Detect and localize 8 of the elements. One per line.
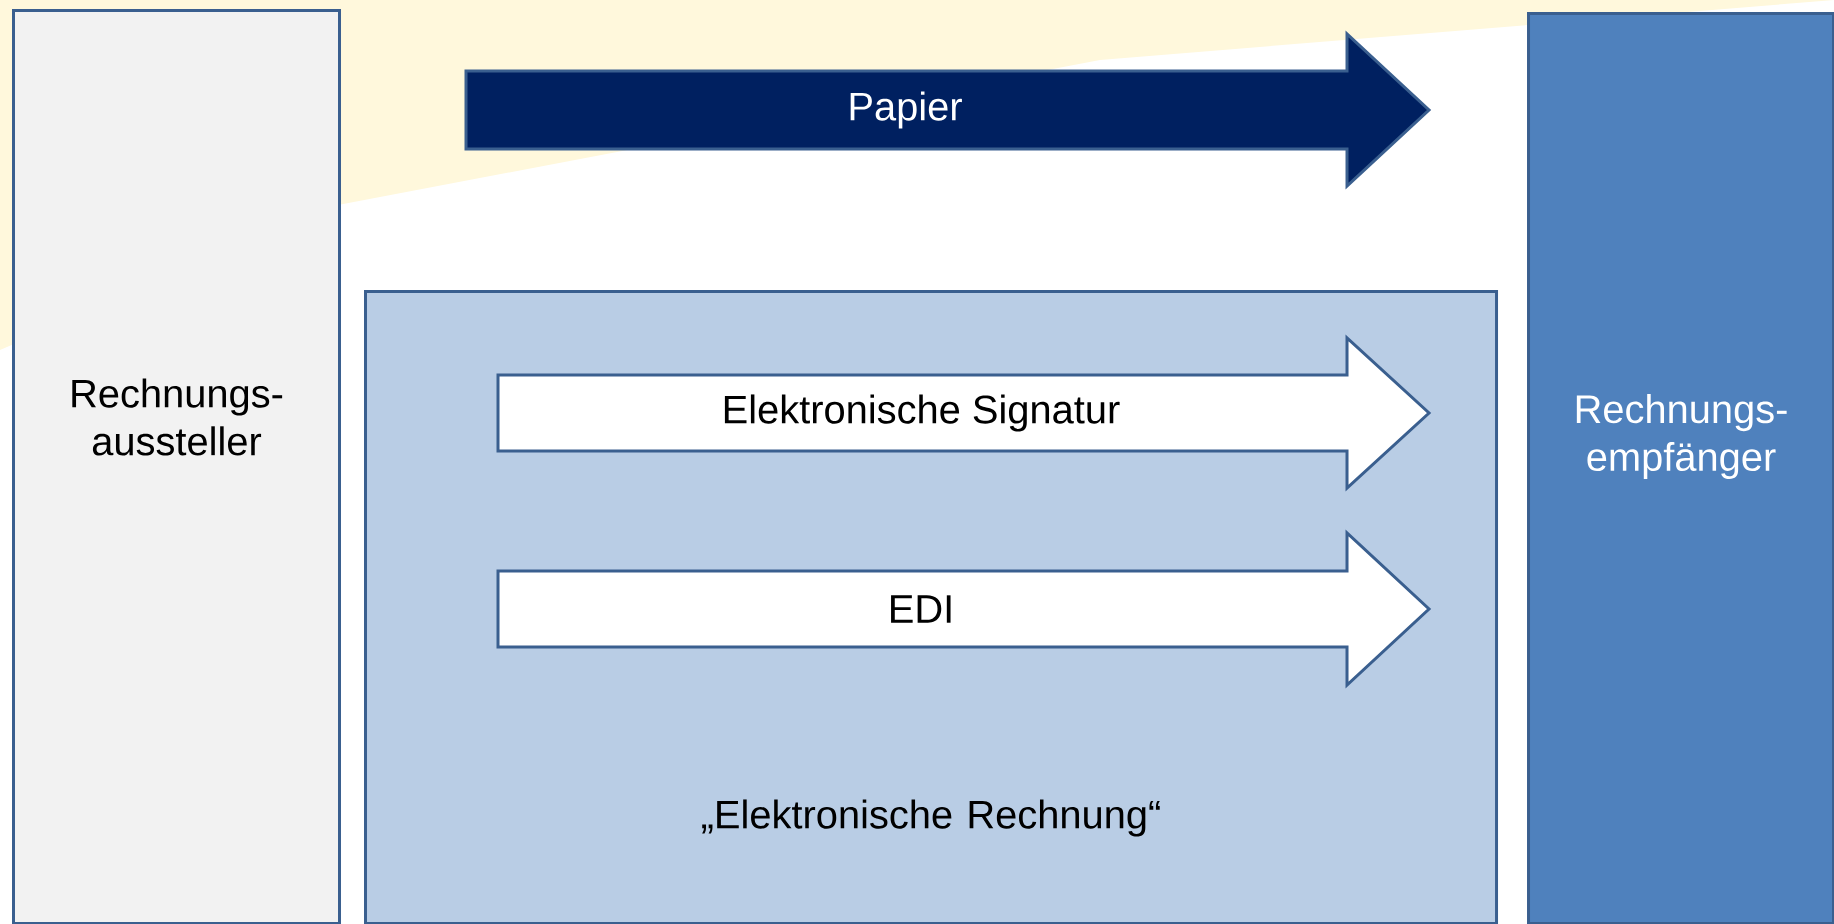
block-arrow bbox=[496, 529, 1432, 689]
arrow-label: EDI bbox=[891, 595, 951, 623]
block-arrow bbox=[464, 30, 1432, 190]
issuer-box: Rechnungs- aussteller bbox=[12, 9, 341, 924]
arrow-label: Elektronische Signatur bbox=[724, 394, 1120, 432]
block-arrow bbox=[496, 334, 1432, 492]
recipient-box: Rechnungs- empfänger bbox=[1527, 12, 1834, 924]
arrow-label: Papier bbox=[850, 91, 962, 129]
